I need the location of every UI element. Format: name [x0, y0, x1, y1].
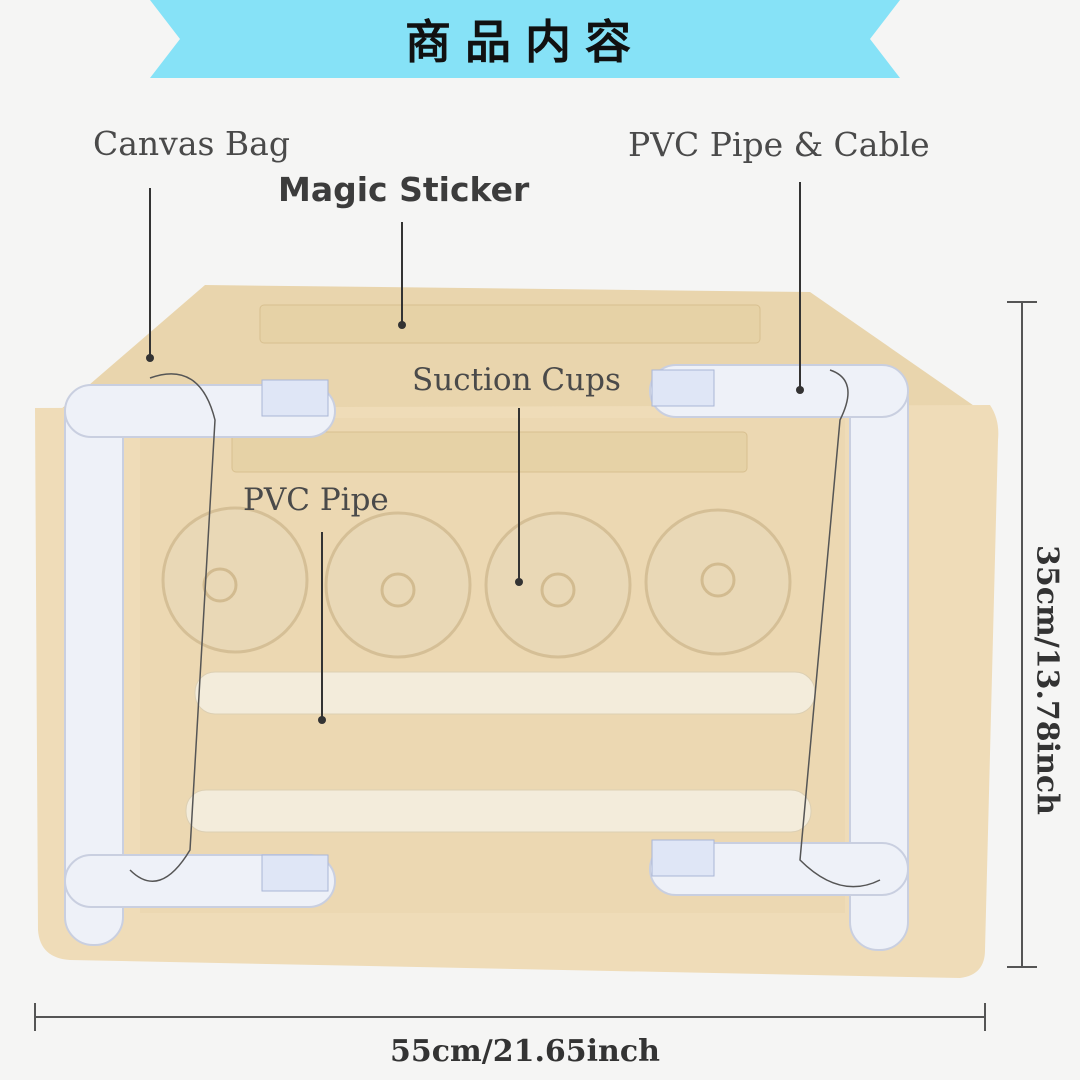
- dimension-height-line: [1007, 301, 1037, 968]
- dimension-width-line: [34, 1003, 986, 1031]
- banner-title: 商品内容: [405, 15, 645, 69]
- pvc-pipe-straight: [185, 789, 812, 833]
- dimension-height: 35cm/13.78inch: [1029, 545, 1065, 815]
- dimension-width: 55cm/21.65inch: [390, 1034, 660, 1069]
- magic-sticker-top: [259, 304, 761, 344]
- label-canvas-bag: Canvas Bag: [93, 124, 290, 163]
- label-pvc-pipe-cable: PVC Pipe & Cable: [628, 125, 930, 164]
- title-banner: 商品内容: [150, 0, 900, 78]
- pvc-pipe-straight: [194, 671, 816, 715]
- label-magic-sticker: Magic Sticker: [278, 170, 530, 209]
- label-suction-cups: Suction Cups: [412, 362, 621, 398]
- magic-sticker-inner: [231, 431, 748, 473]
- label-pvc-pipe: PVC Pipe: [243, 482, 389, 518]
- suction-cup: [324, 511, 472, 659]
- banner-shape: [150, 0, 900, 78]
- cable: [799, 369, 881, 888]
- pvc-frame-left: [64, 384, 336, 946]
- suction-cups: [161, 506, 792, 659]
- suction-cup: [644, 508, 792, 656]
- suction-cup: [484, 511, 632, 659]
- cable: [129, 373, 216, 882]
